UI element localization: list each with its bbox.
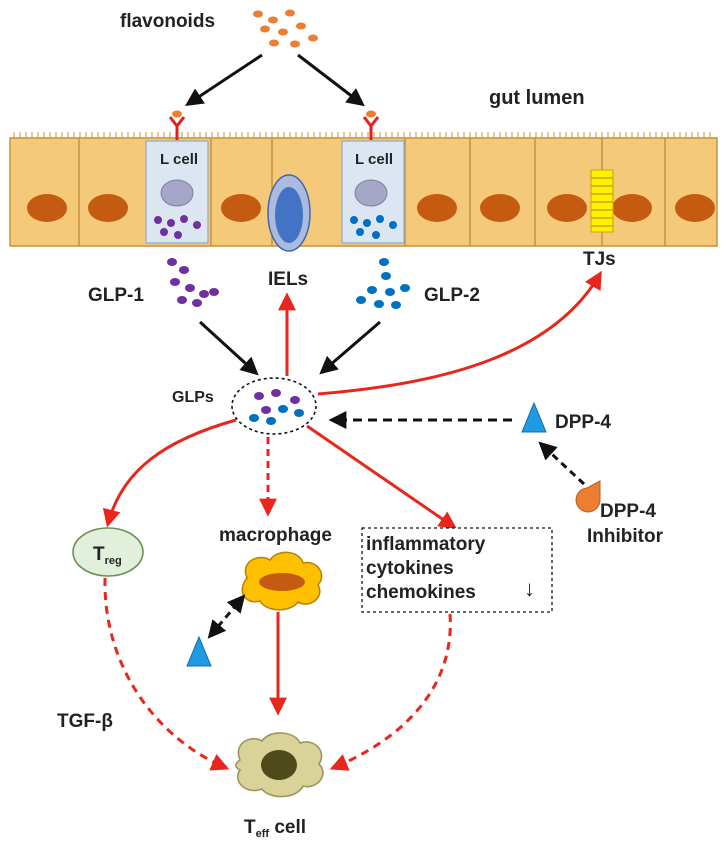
decrease-arrow-icon: ↓	[524, 576, 535, 601]
inflammatory-box-text: inflammatory cytokines chemokines	[366, 533, 550, 605]
dpp4-label: DPP-4	[555, 412, 611, 433]
dpp4-inhibitor-icon	[575, 480, 601, 513]
inflammatory-label: inflammatory	[366, 534, 486, 555]
glps-to-tjs-arrow	[317, 270, 602, 396]
tight-junction	[590, 169, 614, 233]
glps-to-inflammatory-arrow	[306, 424, 457, 530]
glp1-dots	[167, 258, 219, 307]
flavonoid-arrow-right	[297, 53, 365, 107]
treg-to-teff-arrow	[103, 577, 230, 771]
dpp4-triangle-icon	[521, 401, 547, 433]
iel-cell	[267, 174, 311, 252]
treg-cell	[72, 527, 144, 577]
glps-label: GLPs	[172, 389, 214, 406]
macrophage-cell	[241, 551, 323, 611]
tgf-beta-label: TGF-β	[57, 711, 113, 732]
glp1-label: GLP-1	[88, 285, 144, 306]
macrophage-label: macrophage	[219, 525, 332, 546]
receptor-right-icon	[362, 110, 380, 140]
cytokines-label: cytokines	[366, 558, 454, 579]
iels-label: IELs	[268, 269, 308, 290]
gut-lumen-label: gut lumen	[489, 87, 585, 109]
l-cell-left-label: L cell	[160, 151, 198, 168]
chemokines-label: chemokines	[366, 582, 476, 603]
glp2-label: GLP-2	[424, 285, 480, 306]
l-cell-right	[341, 140, 405, 244]
l-cell-right-label: L cell	[355, 151, 393, 168]
glp2-dots	[356, 258, 410, 309]
glp2-arrow	[319, 320, 381, 375]
receptor-left-icon	[168, 110, 186, 140]
inflammatory-box	[361, 527, 553, 613]
flavonoid-dots	[253, 9, 318, 48]
flavonoids-label: flavonoids	[120, 11, 215, 32]
glps-pool	[231, 377, 317, 435]
dpp4-macrophage-arrow	[207, 594, 246, 639]
macrophage-dpp4-triangle-icon	[186, 635, 212, 667]
inflammatory-to-teff-arrow	[329, 613, 452, 771]
l-cell-left	[145, 140, 209, 244]
glp1-arrow	[198, 320, 259, 376]
teff-label: Teff cell	[244, 817, 306, 840]
glps-to-treg-arrow	[102, 418, 237, 528]
teff-cell	[235, 732, 324, 798]
treg-label: Treg	[93, 544, 122, 567]
tjs-label: TJs	[583, 249, 616, 270]
flavonoid-arrow-left	[184, 53, 263, 106]
dpp4-inhibitor-label-2: Inhibitor	[587, 526, 664, 547]
inhibitor-to-dpp4-arrow	[538, 441, 586, 486]
dpp4-inhibitor-label-1: DPP-4	[600, 501, 656, 522]
